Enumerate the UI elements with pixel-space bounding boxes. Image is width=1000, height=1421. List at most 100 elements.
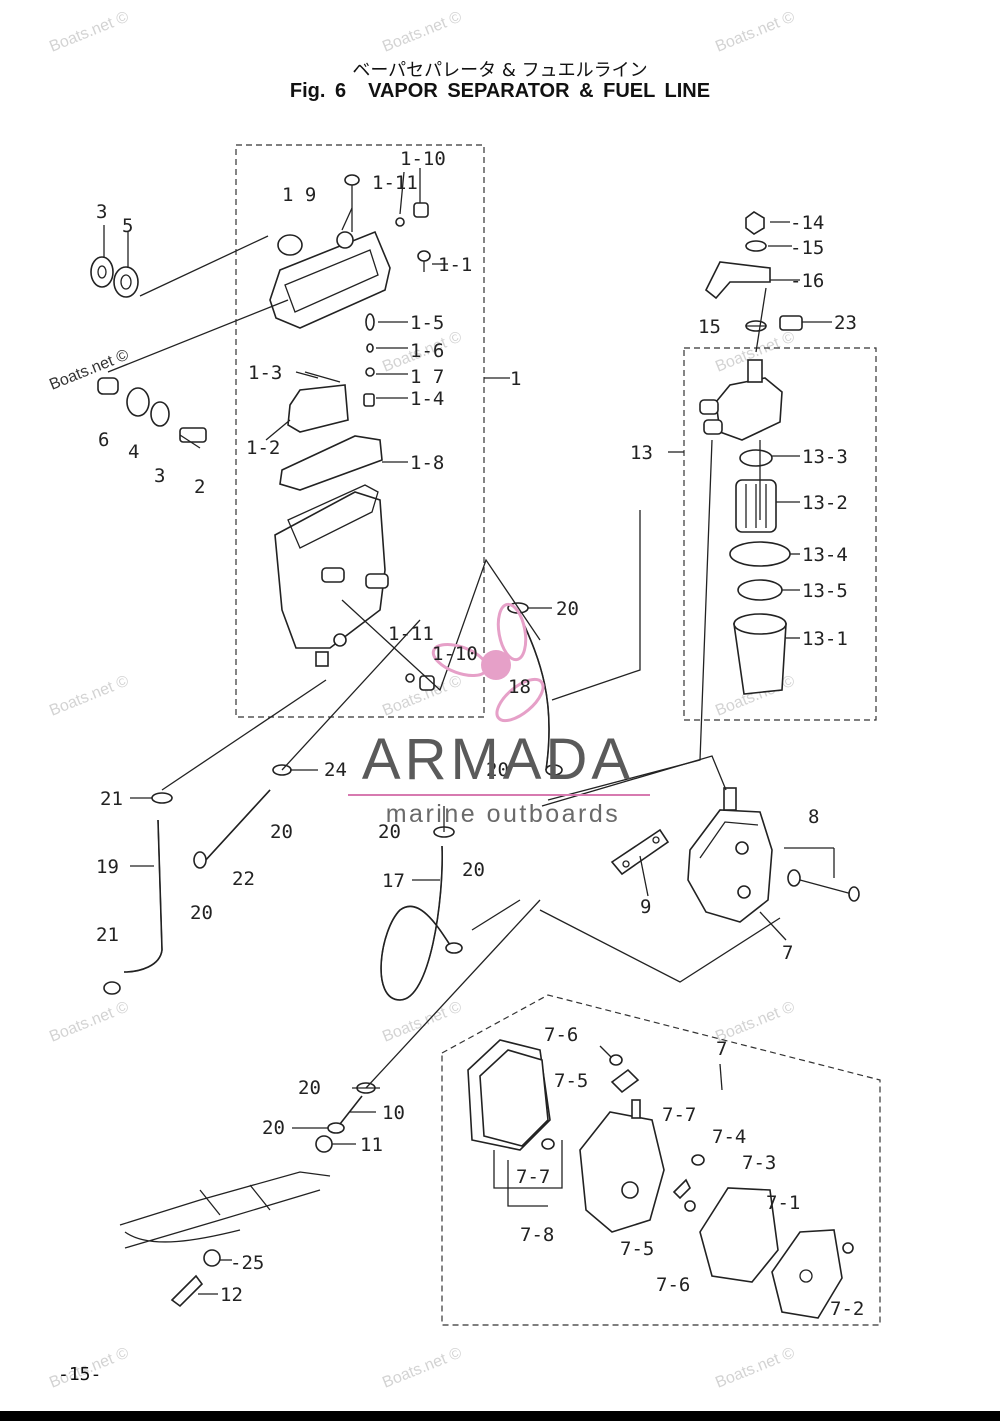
callout-label: 22	[232, 868, 255, 890]
callout-label: 7-8	[520, 1224, 554, 1246]
callout-label: 21	[100, 788, 123, 810]
callout-label: 9	[640, 896, 651, 918]
callout-label: 7-1	[766, 1192, 800, 1214]
leader-line	[493, 1140, 563, 1189]
armada-tagline: marine outboards	[385, 800, 621, 828]
leader-line	[365, 899, 541, 1089]
callout-label: 20	[262, 1117, 285, 1139]
callout-label: 7	[782, 942, 793, 964]
leader-line	[107, 299, 289, 373]
callout-label: -14	[790, 212, 824, 234]
callout-label: 1-10	[432, 643, 478, 665]
grommet-5	[113, 266, 139, 298]
screw-1-1	[417, 250, 431, 272]
bolt-8	[787, 869, 860, 902]
callout-label: 2	[194, 476, 205, 498]
callout-label: 11	[360, 1134, 383, 1156]
callout-label: 13-4	[802, 544, 848, 566]
bolt-2	[179, 427, 207, 449]
separator-cover	[269, 230, 391, 329]
cover-screw	[344, 174, 360, 232]
callout-label: 1-8	[410, 452, 444, 474]
clips	[103, 602, 563, 1134]
leader-line	[139, 235, 269, 297]
diaphragm-7-8	[467, 1039, 551, 1151]
callout-label: 1	[510, 368, 521, 390]
watermark: Boats.net ©	[380, 8, 464, 55]
leader-line	[281, 619, 421, 771]
washer-15-top	[745, 240, 767, 252]
callout-label: -16	[790, 270, 824, 292]
vapor-separator-assembly-box	[235, 144, 485, 718]
callout-label: 19	[96, 856, 119, 878]
hose-19-inner	[123, 819, 163, 973]
callout-label: 17	[382, 870, 405, 892]
callout-label: 1-11	[388, 623, 434, 645]
page-number: -15-	[58, 1364, 102, 1385]
callout-label: 20	[190, 902, 213, 924]
leader-line	[161, 679, 327, 791]
callout-label: 13-1	[802, 628, 848, 650]
callout-label: 1-1	[438, 254, 472, 276]
watermark: Boats.net ©	[380, 998, 464, 1045]
callout-label: 3	[96, 201, 107, 223]
hose-17-inner	[380, 845, 453, 1001]
callout-label: 1-10	[400, 148, 446, 170]
filter-head	[699, 359, 783, 441]
cover-7-1	[771, 1229, 843, 1319]
callout-label: 7-3	[742, 1152, 776, 1174]
callout-label: 1 9	[282, 184, 316, 206]
screws-7-6-7-5	[541, 1045, 854, 1254]
nut-14	[745, 211, 765, 235]
callout-label: 1-3	[248, 362, 282, 384]
callout-label: 13	[630, 442, 653, 464]
plate-9	[610, 828, 670, 876]
callout-label: 7-6	[656, 1274, 690, 1296]
watermark: Boats.net ©	[713, 8, 797, 55]
needle-valve-parts	[363, 313, 375, 407]
hose-18-inner	[521, 619, 550, 771]
o-ring-13-4	[729, 541, 791, 567]
filter-element-13-2	[735, 479, 777, 533]
hose-19	[123, 819, 163, 973]
grommet-25	[203, 1249, 221, 1267]
fuel-pump-kit-box	[441, 994, 881, 1326]
hose-22-inner	[203, 789, 271, 863]
callout-label: 20	[298, 1077, 321, 1099]
callout-label: 12	[220, 1284, 243, 1306]
leader-line	[541, 755, 727, 807]
callout-label: 20	[462, 859, 485, 881]
callout-label: 6	[98, 429, 109, 451]
leader-line	[471, 899, 521, 931]
separator-gasket	[279, 435, 383, 491]
float	[287, 371, 349, 433]
filter-cup-13-1	[733, 613, 787, 695]
callout-label: 7	[716, 1038, 727, 1060]
callout-label: 1-5	[410, 312, 444, 334]
pump-body-7	[579, 1099, 665, 1233]
watermark: Boats.net ©	[47, 8, 131, 55]
figure-title: VAPOR SEPARATOR & FUEL LINE	[368, 80, 711, 102]
callout-label: 20	[486, 759, 509, 781]
armada-propeller-icon	[431, 602, 545, 723]
watermark: Boats.net ©	[47, 672, 131, 719]
washer-3-low	[150, 401, 170, 427]
callout-label: 10	[382, 1102, 405, 1124]
callout-label: 24	[324, 759, 347, 781]
engine-bracket	[119, 1171, 331, 1249]
hose-10	[339, 1095, 363, 1125]
callout-label: 5	[122, 215, 133, 237]
watermark: Boats.net ©	[713, 1344, 797, 1391]
figure-number: Fig. 6	[289, 80, 347, 102]
washer-3-top	[90, 256, 114, 288]
fitting-11	[315, 1135, 333, 1153]
ring-13-5	[737, 579, 783, 601]
fuel-filter-assembly-box	[683, 347, 877, 721]
leader-line	[755, 287, 767, 353]
callout-labels: 1-10 1 9 1-11 1-1 1-5 1-6 1-3 1 7 1-4 1-…	[96, 148, 864, 1320]
callout-label: 8	[808, 806, 819, 828]
armada-logo: ARMADA	[361, 727, 635, 792]
armada-logo-rule	[348, 794, 650, 796]
callout-label: 7-4	[712, 1126, 746, 1148]
